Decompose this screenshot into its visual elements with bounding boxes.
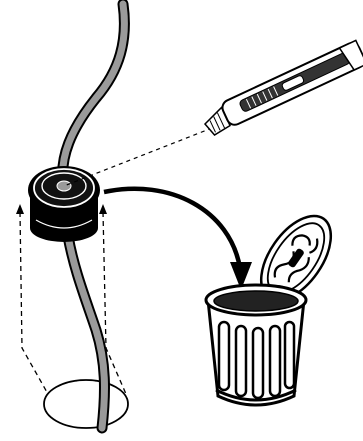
utility-knife-icon (203, 39, 363, 136)
curved-arrow-icon (103, 186, 252, 290)
trash-bin-icon (204, 214, 333, 407)
cut-guide-line (63, 127, 213, 187)
cable-grommet-icon (28, 166, 100, 242)
floor-opening-ellipse (43, 379, 129, 429)
bin-lid (259, 214, 333, 302)
guide-arrowheads (16, 204, 107, 214)
